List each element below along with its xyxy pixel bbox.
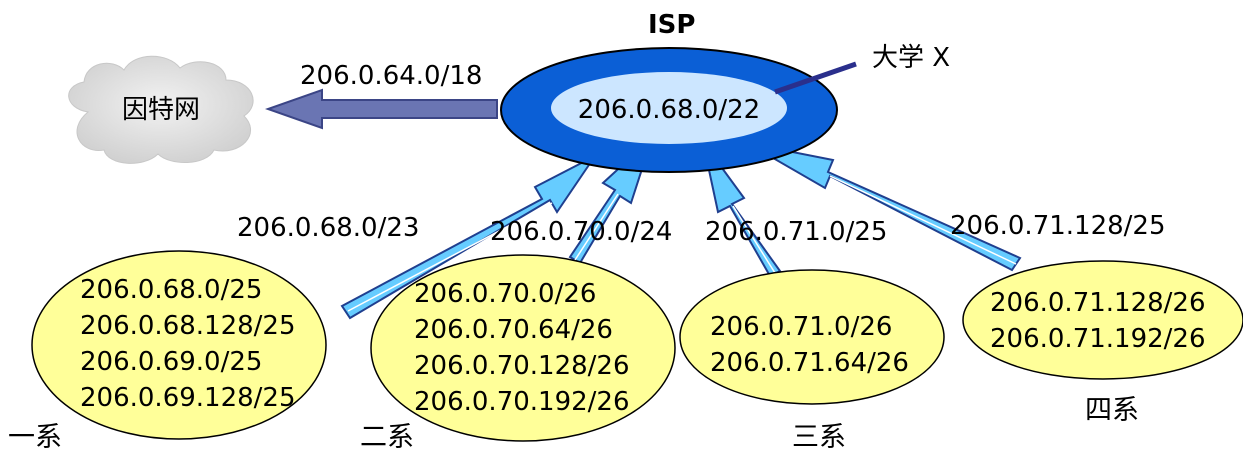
isp-title: ISP: [648, 10, 695, 40]
dept2-subnet-3: 206.0.70.128/26: [414, 351, 630, 381]
dept1-name: 一系: [8, 422, 62, 452]
internet-route-arrow: [264, 88, 498, 130]
dept1-aggregate-label: 206.0.68.0/23: [237, 213, 419, 243]
dept1-node: 206.0.68.0/25 206.0.68.128/25 206.0.69.0…: [31, 250, 327, 440]
dept2-node: 206.0.70.0/26 206.0.70.64/26 206.0.70.12…: [370, 254, 676, 442]
dept4-aggregate-label: 206.0.71.128/25: [950, 211, 1166, 241]
dept1-subnet-4: 206.0.69.128/25: [80, 383, 296, 413]
university-label: 大学 X: [872, 43, 950, 73]
isp-block-label: 206.0.68.0/22: [578, 95, 760, 125]
dept3-aggregate-label: 206.0.71.0/25: [705, 217, 887, 247]
dept3-subnet-2: 206.0.71.64/26: [710, 348, 909, 378]
internet-label: 因特网: [122, 95, 200, 125]
isp-node: 206.0.68.0/22: [500, 47, 838, 173]
dept2-subnet-4: 206.0.70.192/26: [414, 387, 630, 417]
dept3-arrow: [702, 141, 782, 278]
internet-cloud: 因特网: [68, 55, 254, 164]
dept-arrows: [340, 134, 1022, 320]
dept1-subnet-1: 206.0.68.0/25: [80, 275, 262, 305]
dept2-subnet-2: 206.0.70.64/26: [414, 315, 613, 345]
dept3-node: 206.0.71.0/26 206.0.71.64/26: [679, 269, 945, 405]
dept4-subnet-2: 206.0.71.192/26: [990, 324, 1206, 354]
dept3-subnet-1: 206.0.71.0/26: [710, 312, 892, 342]
dept4-node: 206.0.71.128/26 206.0.71.192/26: [962, 260, 1243, 380]
dept1-subnet-3: 206.0.69.0/25: [80, 347, 262, 377]
dept2-name: 二系: [360, 422, 414, 452]
internet-route-label: 206.0.64.0/18: [300, 61, 482, 91]
dept1-subnet-2: 206.0.68.128/25: [80, 311, 296, 341]
dept2-aggregate-label: 206.0.70.0/24: [490, 217, 672, 247]
dept2-subnet-1: 206.0.70.0/26: [414, 279, 596, 309]
dept3-name: 三系: [792, 422, 846, 452]
dept4-arrow: [746, 142, 1022, 272]
dept1-arrow: [340, 155, 596, 320]
university-pointer-line: [774, 61, 857, 95]
dept4-name: 四系: [1085, 395, 1139, 426]
dept4-subnet-1: 206.0.71.128/26: [990, 288, 1206, 318]
